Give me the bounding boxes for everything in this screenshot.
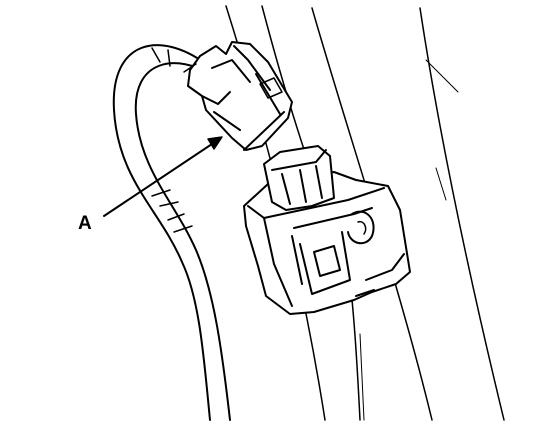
mating-connector-socket xyxy=(243,145,411,315)
wire-harness xyxy=(112,44,231,421)
harness-connector xyxy=(183,41,293,151)
callout-leader-a xyxy=(103,136,223,217)
callout-label-a: A xyxy=(78,213,92,234)
